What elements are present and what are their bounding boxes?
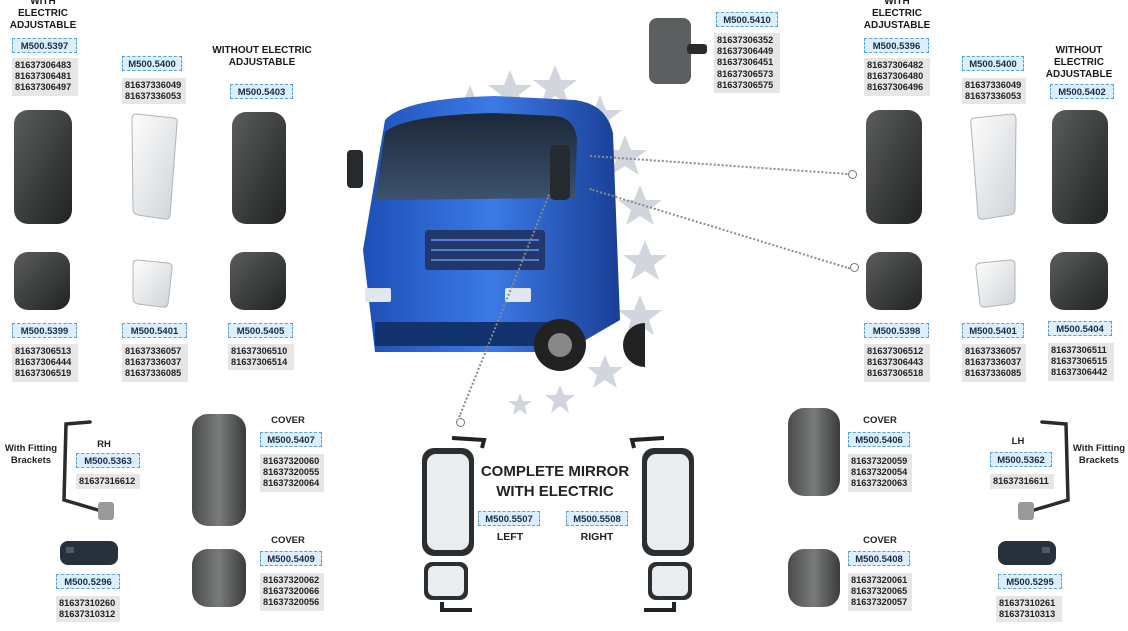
- fitting-bracket-icon: [62, 420, 114, 520]
- part-code: M500.5296: [56, 574, 120, 589]
- part-code: M500.5404: [1048, 321, 1112, 336]
- part-code: M500.5362: [990, 452, 1052, 467]
- part-numbers: 81637316612: [76, 474, 140, 490]
- connector-endpoint: [848, 170, 857, 179]
- label-right: RIGHT: [580, 531, 614, 543]
- part-code: M500.5401: [122, 323, 187, 338]
- connector-endpoint: [850, 263, 859, 272]
- label-with-fitting-brackets: With Fitting Brackets: [4, 443, 58, 466]
- mirror-cover-icon: [788, 408, 840, 496]
- heading-complete-mirror: COMPLETE MIRROR WITH ELECTRIC: [480, 463, 630, 500]
- heading-without-electric-left: WITHOUT ELECTRIC ADJUSTABLE: [212, 45, 312, 68]
- part-code: M500.5401: [962, 323, 1024, 338]
- mirror-arm-cover-icon: [60, 541, 118, 565]
- wide-angle-mirror-icon: [649, 18, 707, 84]
- part-code: M500.5400: [962, 56, 1024, 71]
- connector-endpoint: [456, 418, 465, 427]
- part-code: M500.5403: [230, 84, 293, 99]
- mirror-cover-icon: [192, 414, 246, 526]
- part-code: M500.5410: [716, 12, 778, 27]
- complete-mirror-right-icon: [629, 436, 694, 612]
- part-numbers: 81637316611: [990, 474, 1054, 490]
- mirror-small-icon: [866, 252, 922, 310]
- mirror-large-icon: [1052, 110, 1108, 224]
- part-code: M500.5295: [998, 574, 1062, 589]
- part-code: M500.5408: [848, 551, 910, 566]
- mirror-cover-small-icon: [788, 549, 840, 607]
- part-code: M500.5363: [76, 453, 140, 468]
- mirror-large-icon: [232, 112, 286, 224]
- part-code: M500.5507: [478, 511, 540, 526]
- mirror-small-icon: [1050, 252, 1108, 310]
- label-cover: COVER: [271, 535, 305, 546]
- mirror-glass-small-icon: [132, 259, 173, 308]
- label-cover: COVER: [863, 415, 897, 426]
- label-cover: COVER: [863, 535, 897, 546]
- heading-with-electric-left: WITH ELECTRIC ADJUSTABLE: [9, 0, 77, 31]
- label-left: LEFT: [496, 531, 524, 543]
- label-with-fitting-brackets: With Fitting Brackets: [1072, 443, 1126, 466]
- heading-with-electric-right: WITH ELECTRIC ADJUSTABLE: [863, 0, 931, 31]
- label-rh: RH: [97, 439, 111, 450]
- mirror-glass-small-icon: [975, 259, 1016, 308]
- mirror-small-icon: [14, 252, 70, 310]
- part-code: M500.5406: [848, 432, 910, 447]
- part-code: M500.5407: [260, 432, 322, 447]
- part-code: M500.5396: [864, 38, 929, 53]
- part-code: M500.5409: [260, 551, 322, 566]
- label-cover: COVER: [271, 415, 305, 426]
- mirror-glass-icon: [970, 113, 1017, 220]
- complete-mirror-left-icon: [422, 436, 487, 612]
- mirror-small-icon: [230, 252, 286, 310]
- mirror-large-icon: [866, 110, 922, 224]
- part-code: M500.5397: [12, 38, 77, 53]
- part-code: M500.5399: [12, 323, 77, 338]
- mirror-cover-small-icon: [192, 549, 246, 607]
- part-code: M500.5402: [1050, 84, 1114, 99]
- mirror-large-icon: [14, 110, 72, 224]
- truck-image: [347, 96, 645, 371]
- heading-without-electric-right: WITHOUT ELECTRIC ADJUSTABLE: [1045, 45, 1113, 80]
- part-code: M500.5508: [566, 511, 628, 526]
- part-code: M500.5400: [122, 56, 182, 71]
- mirror-glass-icon: [131, 113, 178, 220]
- label-lh: LH: [1011, 436, 1025, 447]
- fitting-bracket-icon: [1018, 420, 1070, 520]
- mirror-arm-cover-icon: [998, 541, 1056, 565]
- part-code: M500.5405: [228, 323, 293, 338]
- part-code: M500.5398: [864, 323, 929, 338]
